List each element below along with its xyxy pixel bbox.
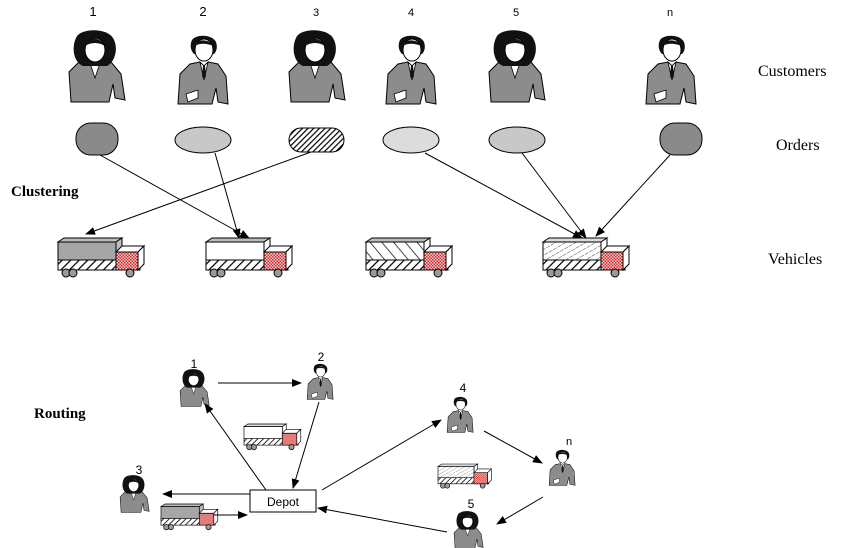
order-n <box>659 122 703 156</box>
depot-label: Depot <box>267 495 300 509</box>
route-stop-label-2: 2 <box>318 350 325 364</box>
customer-1-woman-icon <box>68 29 126 103</box>
customer-3-woman-icon <box>288 29 346 103</box>
label-orders: Orders <box>776 137 820 154</box>
clustering-arrows <box>85 151 671 239</box>
customer-number-4: 4 <box>408 7 414 19</box>
customer-number-5: 5 <box>513 7 519 19</box>
order-4 <box>382 126 440 154</box>
order-3 <box>288 127 345 153</box>
route-stop-label-3: 3 <box>136 463 143 477</box>
route-stop-4-man-icon <box>446 396 474 433</box>
section-clustering: Clustering <box>11 184 79 200</box>
route-stop-label-1: 1 <box>191 357 198 371</box>
route-stop-label-4: 4 <box>460 381 467 395</box>
vehicle-2 <box>204 237 293 278</box>
section-routing: Routing <box>34 406 86 422</box>
vehicle-4 <box>541 237 630 278</box>
label-customers: Customers <box>758 63 826 80</box>
customer-number-n: n <box>667 7 673 19</box>
route-vehicle-2 <box>159 503 219 531</box>
order-2 <box>174 126 232 154</box>
route-stop-label-5: 5 <box>468 497 475 511</box>
customer-number-2: 2 <box>199 4 206 19</box>
depot-box <box>249 489 317 513</box>
route-vehicle-1 <box>242 423 302 451</box>
customer-4-man-icon <box>385 35 437 105</box>
customer-number-3: 3 <box>313 7 319 19</box>
route-stop-3-woman-icon <box>119 474 150 513</box>
route-stop-n-man-icon <box>548 449 576 486</box>
label-vehicles: Vehicles <box>768 251 822 268</box>
route-stop-2-man-icon <box>306 363 334 400</box>
customer-2-man-icon <box>177 35 229 105</box>
route-vehicle-3 <box>436 463 492 489</box>
customer-n-man-icon <box>645 35 697 105</box>
vehicle-1 <box>56 237 145 278</box>
order-1 <box>75 122 119 156</box>
routing-arrows <box>162 379 544 533</box>
customer-5-woman-icon <box>488 29 546 103</box>
customer-number-1: 1 <box>89 4 96 19</box>
route-stop-5-woman-icon <box>453 510 484 548</box>
route-stop-label-n: n <box>566 436 572 448</box>
route-stop-1-woman-icon <box>179 368 210 407</box>
vehicle-3 <box>364 237 453 278</box>
order-5 <box>488 126 546 154</box>
